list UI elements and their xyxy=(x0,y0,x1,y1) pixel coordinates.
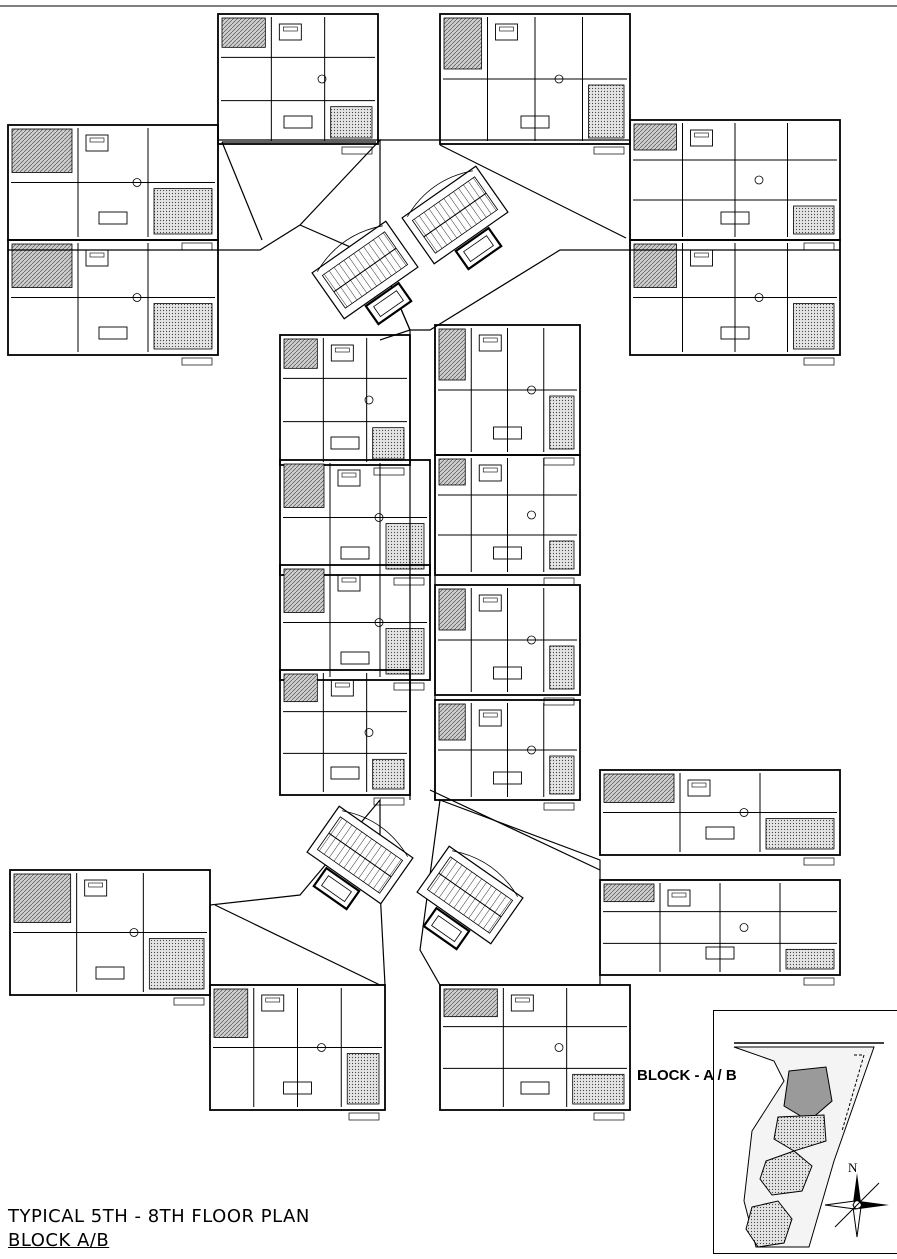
apartment-unit xyxy=(434,454,581,586)
title-block-name: BLOCK A/B xyxy=(8,1230,110,1251)
apartment-unit xyxy=(434,699,581,811)
apartment-unit xyxy=(279,669,411,806)
stair-core xyxy=(401,165,509,271)
apartment-unit xyxy=(279,459,431,586)
corridor-outline xyxy=(217,139,382,251)
key-plan-site-map xyxy=(733,1042,884,1248)
north-label: N xyxy=(848,1160,858,1175)
apartment-unit xyxy=(629,119,841,251)
key-plan xyxy=(713,1010,897,1254)
apartment-unit xyxy=(434,324,581,466)
apartment-unit xyxy=(7,239,219,366)
apartment-unit xyxy=(629,239,841,366)
apartment-unit xyxy=(599,879,841,986)
apartment-unit xyxy=(599,769,841,866)
apartment-unit xyxy=(209,984,386,1121)
stair-core xyxy=(416,845,524,951)
key-plan-block-label: BLOCK - A / B xyxy=(637,1067,737,1084)
apartment-unit xyxy=(7,124,219,251)
drawing-title: TYPICAL 5TH - 8TH FLOOR PLAN BLOCK A/B xyxy=(8,1205,310,1253)
apartment-unit xyxy=(279,334,411,476)
apartment-unit xyxy=(279,564,431,691)
apartment-unit xyxy=(9,869,211,1006)
apartment-unit xyxy=(439,984,631,1121)
apartment-unit xyxy=(434,584,581,706)
title-floor-plan: TYPICAL 5TH - 8TH FLOOR PLAN xyxy=(8,1206,310,1227)
apartment-unit xyxy=(439,13,631,155)
apartment-unit xyxy=(217,13,379,155)
north-arrow-icon xyxy=(824,1173,889,1238)
stair-core xyxy=(306,805,414,911)
stair-core xyxy=(311,220,419,326)
